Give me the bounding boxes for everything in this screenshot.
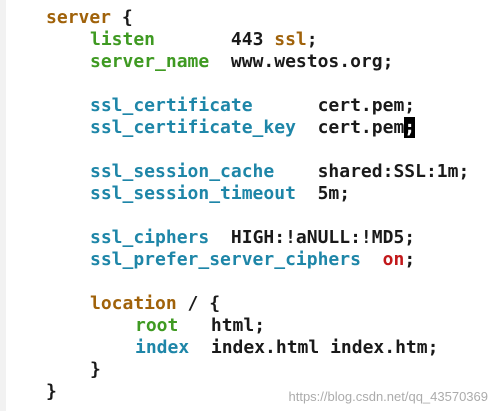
code-text: 5m; bbox=[295, 183, 351, 204]
code-text: ; bbox=[306, 29, 318, 50]
code-line-10: ssl_session_timeout 5m; bbox=[90, 183, 350, 205]
editor-gutter bbox=[0, 0, 6, 411]
code-text: cert.pem bbox=[295, 117, 405, 138]
directive-ssl-session-cache: ssl_session_cache bbox=[90, 161, 275, 182]
directive-index: index bbox=[135, 337, 190, 358]
value-on: on bbox=[382, 249, 405, 270]
code-line-16: root html; bbox=[135, 315, 265, 337]
code-fragment: " bbox=[46, 0, 79, 12]
directive-ssl-certificate-key: ssl_certificate_key bbox=[90, 117, 296, 138]
directive-ssl-prefer-server-ciphers: ssl_prefer_server_ciphers bbox=[90, 249, 361, 270]
code-text: www.westos.org; bbox=[209, 51, 394, 72]
directive-ssl-certificate: ssl_certificate bbox=[90, 95, 253, 116]
code-line-7: ssl_certificate_key cert.pem; bbox=[90, 117, 416, 139]
code-line-17: index index.html index.htm; bbox=[135, 337, 438, 359]
code-text: HIGH:!aNULL:!MD5; bbox=[209, 227, 416, 248]
text-cursor: ; bbox=[404, 117, 416, 138]
code-text: ; bbox=[404, 249, 416, 270]
code-line-3: listen 443 ssl; bbox=[90, 29, 318, 51]
directive-ssl-session-timeout: ssl_session_timeout bbox=[90, 183, 296, 204]
keyword-ssl: ssl bbox=[274, 29, 307, 50]
keyword-location: location bbox=[90, 293, 177, 314]
code-line-12: ssl_ciphers HIGH:!aNULL:!MD5; bbox=[90, 227, 415, 249]
code-line-1: " bbox=[46, 0, 79, 13]
watermark-url: https://blog.csdn.net/qq_43570369 bbox=[288, 389, 489, 404]
keyword-server: server bbox=[46, 7, 112, 28]
code-text: shared:SSL:1m; bbox=[274, 161, 470, 182]
code-text: / { bbox=[176, 293, 221, 314]
code-line-13: ssl_prefer_server_ciphers on; bbox=[90, 249, 415, 271]
directive-listen: listen bbox=[90, 29, 156, 50]
code-text bbox=[361, 249, 383, 270]
directive-ssl-ciphers: ssl_ciphers bbox=[90, 227, 210, 248]
code-line-15: location / { bbox=[90, 293, 220, 315]
code-text: cert.pem; bbox=[252, 95, 416, 116]
code-line-18: } bbox=[90, 359, 101, 381]
code-text: { bbox=[111, 7, 133, 28]
code-text: 443 bbox=[155, 29, 275, 50]
code-line-19: } bbox=[46, 381, 57, 403]
directive-root: root bbox=[135, 315, 179, 336]
code-line-2: server { bbox=[46, 7, 133, 29]
code-text: index.html index.htm; bbox=[189, 337, 439, 358]
code-line-9: ssl_session_cache shared:SSL:1m; bbox=[90, 161, 469, 183]
code-text: html; bbox=[178, 315, 266, 336]
code-line-6: ssl_certificate cert.pem; bbox=[90, 95, 415, 117]
directive-server-name: server_name bbox=[90, 51, 210, 72]
code-line-4: server_name www.westos.org; bbox=[90, 51, 393, 73]
closing-brace: } bbox=[90, 359, 101, 380]
closing-brace: } bbox=[46, 381, 57, 402]
